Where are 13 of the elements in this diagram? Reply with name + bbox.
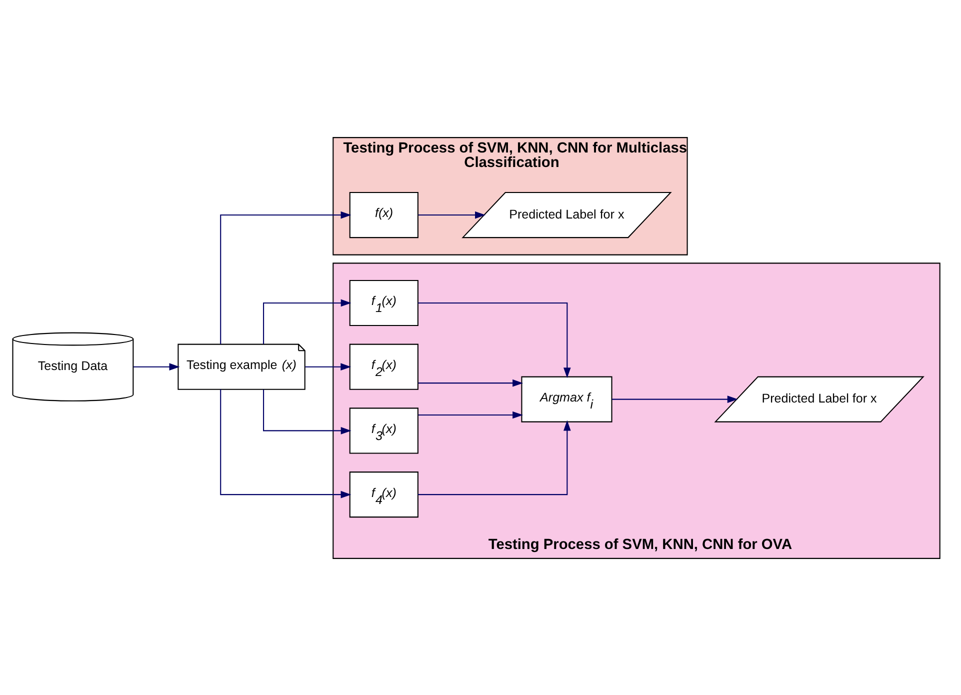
arrow [612, 395, 738, 402]
arrow [418, 410, 524, 418]
arrow [263, 298, 352, 344]
node-box: f(x) [349, 192, 418, 238]
arrow [220, 388, 352, 498]
arrow [305, 362, 352, 370]
arrow [418, 420, 571, 495]
arrow [133, 362, 180, 370]
arrow [418, 302, 571, 378]
arrow [418, 378, 524, 386]
arrow [418, 210, 486, 218]
arrow [220, 210, 352, 344]
arrow [263, 389, 352, 434]
